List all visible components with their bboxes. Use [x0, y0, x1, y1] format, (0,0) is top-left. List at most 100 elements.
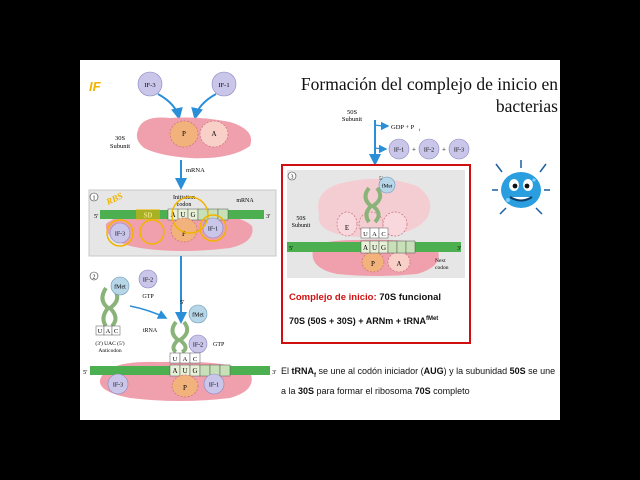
desc-part-2: se une al codón iniciador ( — [316, 366, 424, 376]
anticodon-label-1: (3') UAC (5') — [95, 340, 124, 347]
subunit-30s-label-1: 30S — [115, 135, 126, 142]
if1-factor-released: IF-1 — [388, 138, 410, 160]
prime3-panel1: 3' — [266, 213, 270, 220]
complejo-inicio-value: 70S funcional — [376, 292, 442, 303]
if1-factor-panel1: IF-1 — [202, 217, 224, 239]
svg-text:IF-3: IF-3 — [113, 383, 123, 389]
svg-text:IF-1: IF-1 — [209, 383, 219, 389]
codon-a-step3: A — [363, 244, 368, 252]
formula-sup: fMet — [425, 316, 439, 322]
step1-number: 1 — [93, 196, 96, 202]
desc-aug: AUG — [423, 366, 444, 376]
p-site-step2: P — [183, 384, 187, 392]
if2-factor-bound: IF-2 — [188, 334, 208, 354]
desc-trna-sub: f — [314, 372, 317, 379]
next-codon-label-1: Next — [435, 258, 446, 264]
ribosome-70s-diagram: 3 E P A fMet 5' — [287, 171, 461, 276]
trna-fmet-bound: fMet — [170, 304, 208, 354]
if3-factor-released: IF-3 — [448, 138, 470, 160]
codon-a-panel1: A — [170, 211, 175, 219]
complejo-formula: 70S (50S + 30S) + ARNm + tRNAfMet — [289, 316, 438, 326]
if2-factor-free: IF-2 — [138, 269, 158, 289]
e-site: E — [345, 224, 349, 232]
complejo-inicio-line: Complejo de inicio: 70S funcional — [289, 292, 441, 303]
prime5-step3-trna: 5' — [379, 176, 383, 182]
slide: Formación del complejo de inicio en bact… — [80, 60, 560, 420]
anticodon-u-step3: U — [363, 231, 368, 238]
prime3-step3: 3' — [457, 246, 461, 252]
mrna-label-top: mRNA — [186, 167, 205, 174]
trna-fmet-step3: fMet — [363, 176, 396, 224]
trna-label: tRNA — [143, 328, 158, 334]
arrow-if3-join — [157, 93, 183, 120]
svg-text:fMet: fMet — [382, 183, 393, 190]
subunit-50s-label-top-1: 50S — [347, 109, 358, 116]
subunit-30s-top: P A — [136, 117, 252, 159]
formula-main: 70S (50S + 30S) + ARNm + tRNA — [289, 316, 426, 326]
subunit-50s-joining: 50S Subunit GDP + P i IF-1 + IF-2 + IF-3 — [342, 109, 470, 164]
title-line-1: Formación del complejo de inicio en — [300, 74, 558, 94]
arrow-trna-binding — [129, 305, 168, 319]
prime3-step2: 3' — [272, 369, 276, 376]
svg-text:A: A — [211, 130, 216, 138]
gtp-label-free: GTP — [142, 294, 154, 300]
arrow-if1-join — [191, 93, 217, 120]
if-annotation: IF — [89, 79, 101, 94]
if1-factor-top: IF-1 — [211, 71, 237, 97]
svg-text:IF-3: IF-3 — [454, 148, 464, 154]
desc-part-5: para formar el ribosoma — [314, 385, 415, 396]
subunit-30s-label-2: Subunit — [110, 143, 130, 150]
a-site-step3: A — [396, 260, 401, 268]
title-line-2: bacterias — [495, 96, 558, 116]
pi-subscript: i — [419, 127, 421, 132]
trna-fmet-free: fMet U A C — [95, 276, 130, 336]
if1-factor-step2: IF-1 — [203, 373, 225, 395]
slide-title: Formación del complejo de inicio en bact… — [273, 73, 558, 117]
desc-part-6: completo — [430, 385, 470, 396]
codon-a-step2: A — [172, 367, 177, 375]
if2-factor-released: IF-2 — [418, 138, 440, 160]
complejo-inicio-label: Complejo de inicio: — [289, 292, 377, 303]
prime5-trna: 5' — [180, 299, 184, 306]
svg-text:IF-2: IF-2 — [193, 343, 203, 349]
step3-box: 3 E P A fMet 5' — [281, 164, 471, 344]
svg-text:C: C — [114, 328, 118, 335]
svg-text:IF-2: IF-2 — [424, 148, 434, 154]
desc-part-4: se une a la — [281, 366, 556, 396]
desc-part-1: El — [281, 366, 292, 376]
svg-text:IF-1: IF-1 — [394, 148, 404, 154]
anticodon-a-step2: A — [183, 356, 188, 363]
gtp-label-bound: GTP — [213, 342, 225, 348]
if3-factor-top: IF-3 — [137, 71, 163, 97]
svg-text:IF-2: IF-2 — [143, 278, 153, 284]
gdp-pi-label: GDP + P — [391, 124, 415, 131]
svg-text:P: P — [182, 130, 186, 138]
prime5-step3: 5' — [289, 246, 293, 252]
anticodon-label-2: Anticodon — [98, 348, 121, 354]
desc-30s: 30S — [298, 385, 315, 396]
svg-text:IF-1: IF-1 — [208, 227, 218, 233]
sd-label: SD — [144, 212, 153, 220]
anticodon-a-step3: A — [372, 231, 377, 238]
codon-u-panel1: U — [180, 211, 185, 219]
prime5-panel1: 5' — [94, 213, 98, 220]
svg-text:A: A — [106, 328, 111, 335]
desc-trna: tRNA — [291, 366, 315, 376]
if3-factor-panel1: IF-3 — [109, 222, 131, 244]
anticodon-c-step3: C — [381, 231, 385, 238]
svg-text:fMet: fMet — [192, 312, 204, 319]
svg-text:U: U — [98, 328, 103, 335]
svg-text:IF-3: IF-3 — [144, 82, 155, 89]
anticodon-u-step2: U — [173, 356, 178, 363]
codon-u-step2: U — [182, 367, 187, 375]
codon-g-step2: G — [192, 367, 197, 375]
description-text: El tRNAf se une al codón iniciador (AUG)… — [281, 364, 556, 399]
desc-50s: 50S — [509, 366, 526, 376]
initiation-codon-label-2: codon — [177, 202, 192, 208]
subunit-50s-label-box-2: Subunit — [292, 223, 311, 229]
codon-g-step3: G — [381, 244, 386, 252]
next-codon-label-2: codon — [435, 265, 449, 271]
p-site-step3: P — [371, 260, 375, 268]
if3-factor-step2: IF-3 — [107, 373, 129, 395]
subunit-50s-label-top-2: Subunit — [342, 116, 362, 123]
